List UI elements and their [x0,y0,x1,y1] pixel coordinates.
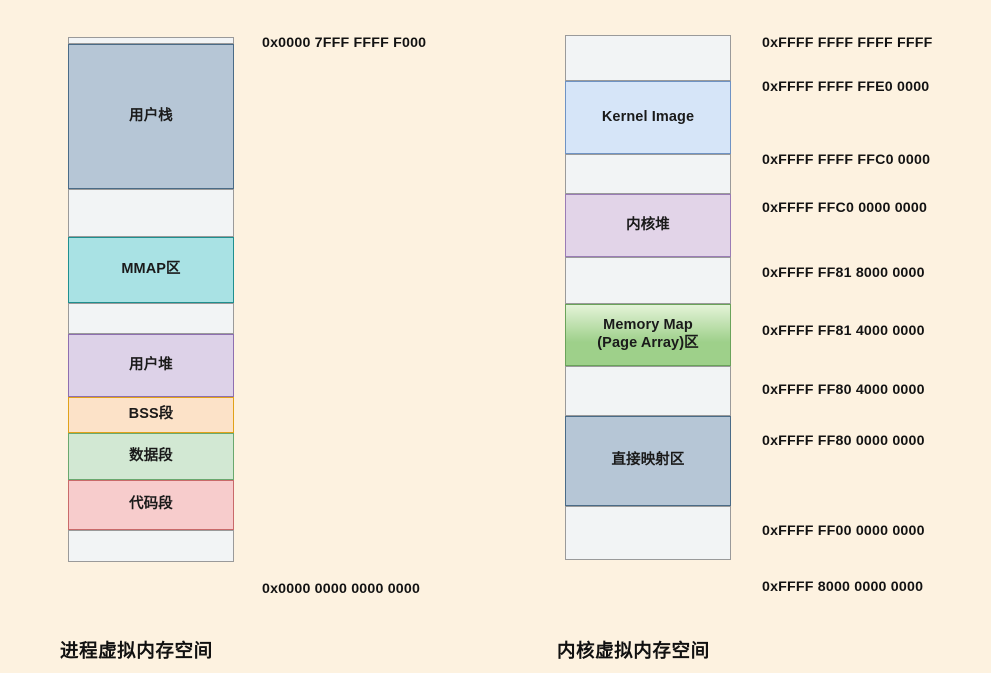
kernel-block-1: Kernel Image [565,81,731,154]
kernel-address-label-5: 0xFFFF FF81 4000 0000 [762,323,925,339]
kernel-block-3: 内核堆 [565,194,731,257]
kernel-gap-6 [565,366,731,416]
kernel-block-5: Memory Map (Page Array)区 [565,304,731,366]
block-label: 内核堆 [626,216,670,233]
kernel-gap-2 [565,154,731,194]
process-memory-column: 用户栈 MMAP区用户堆 BSS段数据段代码段 [68,37,234,562]
kernel-block-7: 直接映射区 [565,416,731,506]
kernel-gap-4 [565,257,731,304]
process-block-8: 代码段 [68,480,234,530]
process-top-address-label: 0x0000 7FFF FFFF F000 [262,35,427,51]
process-block-1: 用户栈 [68,44,234,189]
kernel-gap-0 [565,35,731,81]
process-block-6: BSS段 [68,397,234,433]
kernel-gap-8 [565,506,731,560]
process-gap-9 [68,530,234,562]
kernel-address-label-6: 0xFFFF FF80 4000 0000 [762,382,925,398]
kernel-memory-column: Kernel Image 内核堆 Memory Map (Page Array)区直… [565,35,731,560]
block-label: BSS段 [128,406,174,423]
block-label: 用户堆 [129,356,173,373]
process-block-5: 用户堆 [68,334,234,397]
kernel-address-label-8: 0xFFFF FF00 0000 0000 [762,523,925,539]
process-block-3: MMAP区 [68,237,234,303]
kernel-address-label-4: 0xFFFF FF81 8000 0000 [762,265,925,281]
process-space-caption: 进程虚拟内存空间 [60,640,213,661]
process-gap-4 [68,303,234,334]
process-gap-2 [68,189,234,237]
kernel-address-label-2: 0xFFFF FFFF FFC0 0000 [762,152,931,168]
block-label: 直接映射区 [611,452,685,469]
kernel-space-caption: 内核虚拟内存空间 [557,640,710,661]
block-label: 代码段 [129,496,173,513]
process-gap-0 [68,37,234,44]
kernel-address-label-7: 0xFFFF FF80 0000 0000 [762,433,925,449]
kernel-address-label-9: 0xFFFF 8000 0000 0000 [762,579,924,595]
block-label: 用户栈 [129,107,173,124]
kernel-address-label-1: 0xFFFF FFFF FFE0 0000 [762,79,930,95]
block-label: Kernel Image [601,108,695,125]
kernel-address-label-0: 0xFFFF FFFF FFFF FFFF [762,35,933,51]
block-label: 数据段 [129,447,173,464]
process-block-7: 数据段 [68,433,234,480]
block-label: Memory Map (Page Array)区 [597,317,699,351]
process-bottom-address-label: 0x0000 0000 0000 0000 [262,581,421,597]
kernel-address-label-3: 0xFFFF FFC0 0000 0000 [762,200,928,216]
block-label: MMAP区 [121,261,181,278]
